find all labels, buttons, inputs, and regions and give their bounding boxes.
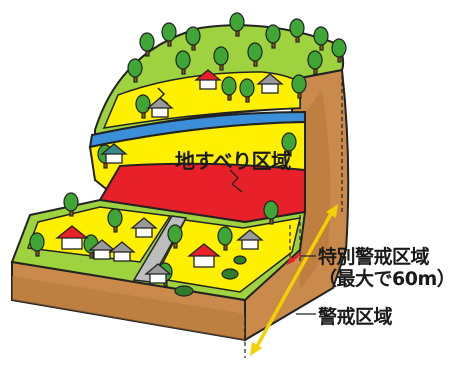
house-icon xyxy=(256,73,284,94)
tree-icon xyxy=(127,58,143,83)
houses xyxy=(55,69,284,284)
tree-icon xyxy=(229,12,245,37)
house-icon xyxy=(130,217,158,238)
tree-icon xyxy=(29,232,45,257)
tree-icon xyxy=(161,22,177,47)
tree-icon xyxy=(107,208,123,233)
warning-arrow-head-bottom xyxy=(250,342,262,356)
slope-crack xyxy=(229,169,243,193)
bush-icon xyxy=(233,255,247,265)
tree-icon xyxy=(331,38,347,63)
warning-zone-arrow xyxy=(254,211,334,349)
special-warning-zone-title: 特別警戒区域 xyxy=(318,246,430,268)
tree-icon xyxy=(213,46,229,71)
slope-crack xyxy=(157,87,169,105)
house-icon xyxy=(100,143,128,164)
house-icon xyxy=(55,225,89,250)
tree-icon xyxy=(313,26,329,51)
tree-icon xyxy=(63,192,79,217)
house-icon xyxy=(187,243,221,268)
tree-icon xyxy=(265,24,281,49)
bush-icon xyxy=(221,268,239,280)
tree-icon xyxy=(239,78,255,103)
bushes xyxy=(174,255,247,297)
cliff-face-shade xyxy=(300,90,331,290)
bush-icon xyxy=(174,285,194,297)
tree-icon xyxy=(263,200,279,225)
house-icon xyxy=(144,263,172,284)
special-warning-zone-note: （最大で60m） xyxy=(318,268,456,290)
tree-icon xyxy=(289,18,305,43)
special-warning-zone-label: 特別警戒区域 （最大で60m） xyxy=(318,246,456,290)
tree-icon xyxy=(167,224,183,249)
house-icon xyxy=(88,239,116,260)
tree-icon xyxy=(221,76,237,101)
tree-icon xyxy=(307,50,323,75)
tree-icon xyxy=(217,226,233,251)
special-arrow-head xyxy=(287,256,295,265)
tree-icon xyxy=(247,42,263,67)
landslide-zone-label: 地すべり区域 xyxy=(175,149,291,173)
tree-icon xyxy=(281,132,297,157)
warning-arrow-head-top xyxy=(326,204,338,218)
tree-icon xyxy=(291,74,307,99)
warning-zone-label: 警戒区域 xyxy=(318,306,393,328)
house-icon xyxy=(108,241,136,262)
house-icon xyxy=(236,229,264,250)
tree-icon xyxy=(185,26,201,51)
tree-icon xyxy=(139,32,155,57)
tree-icon xyxy=(175,50,191,75)
house-icon xyxy=(194,69,222,90)
front-soil-shade xyxy=(12,276,245,340)
